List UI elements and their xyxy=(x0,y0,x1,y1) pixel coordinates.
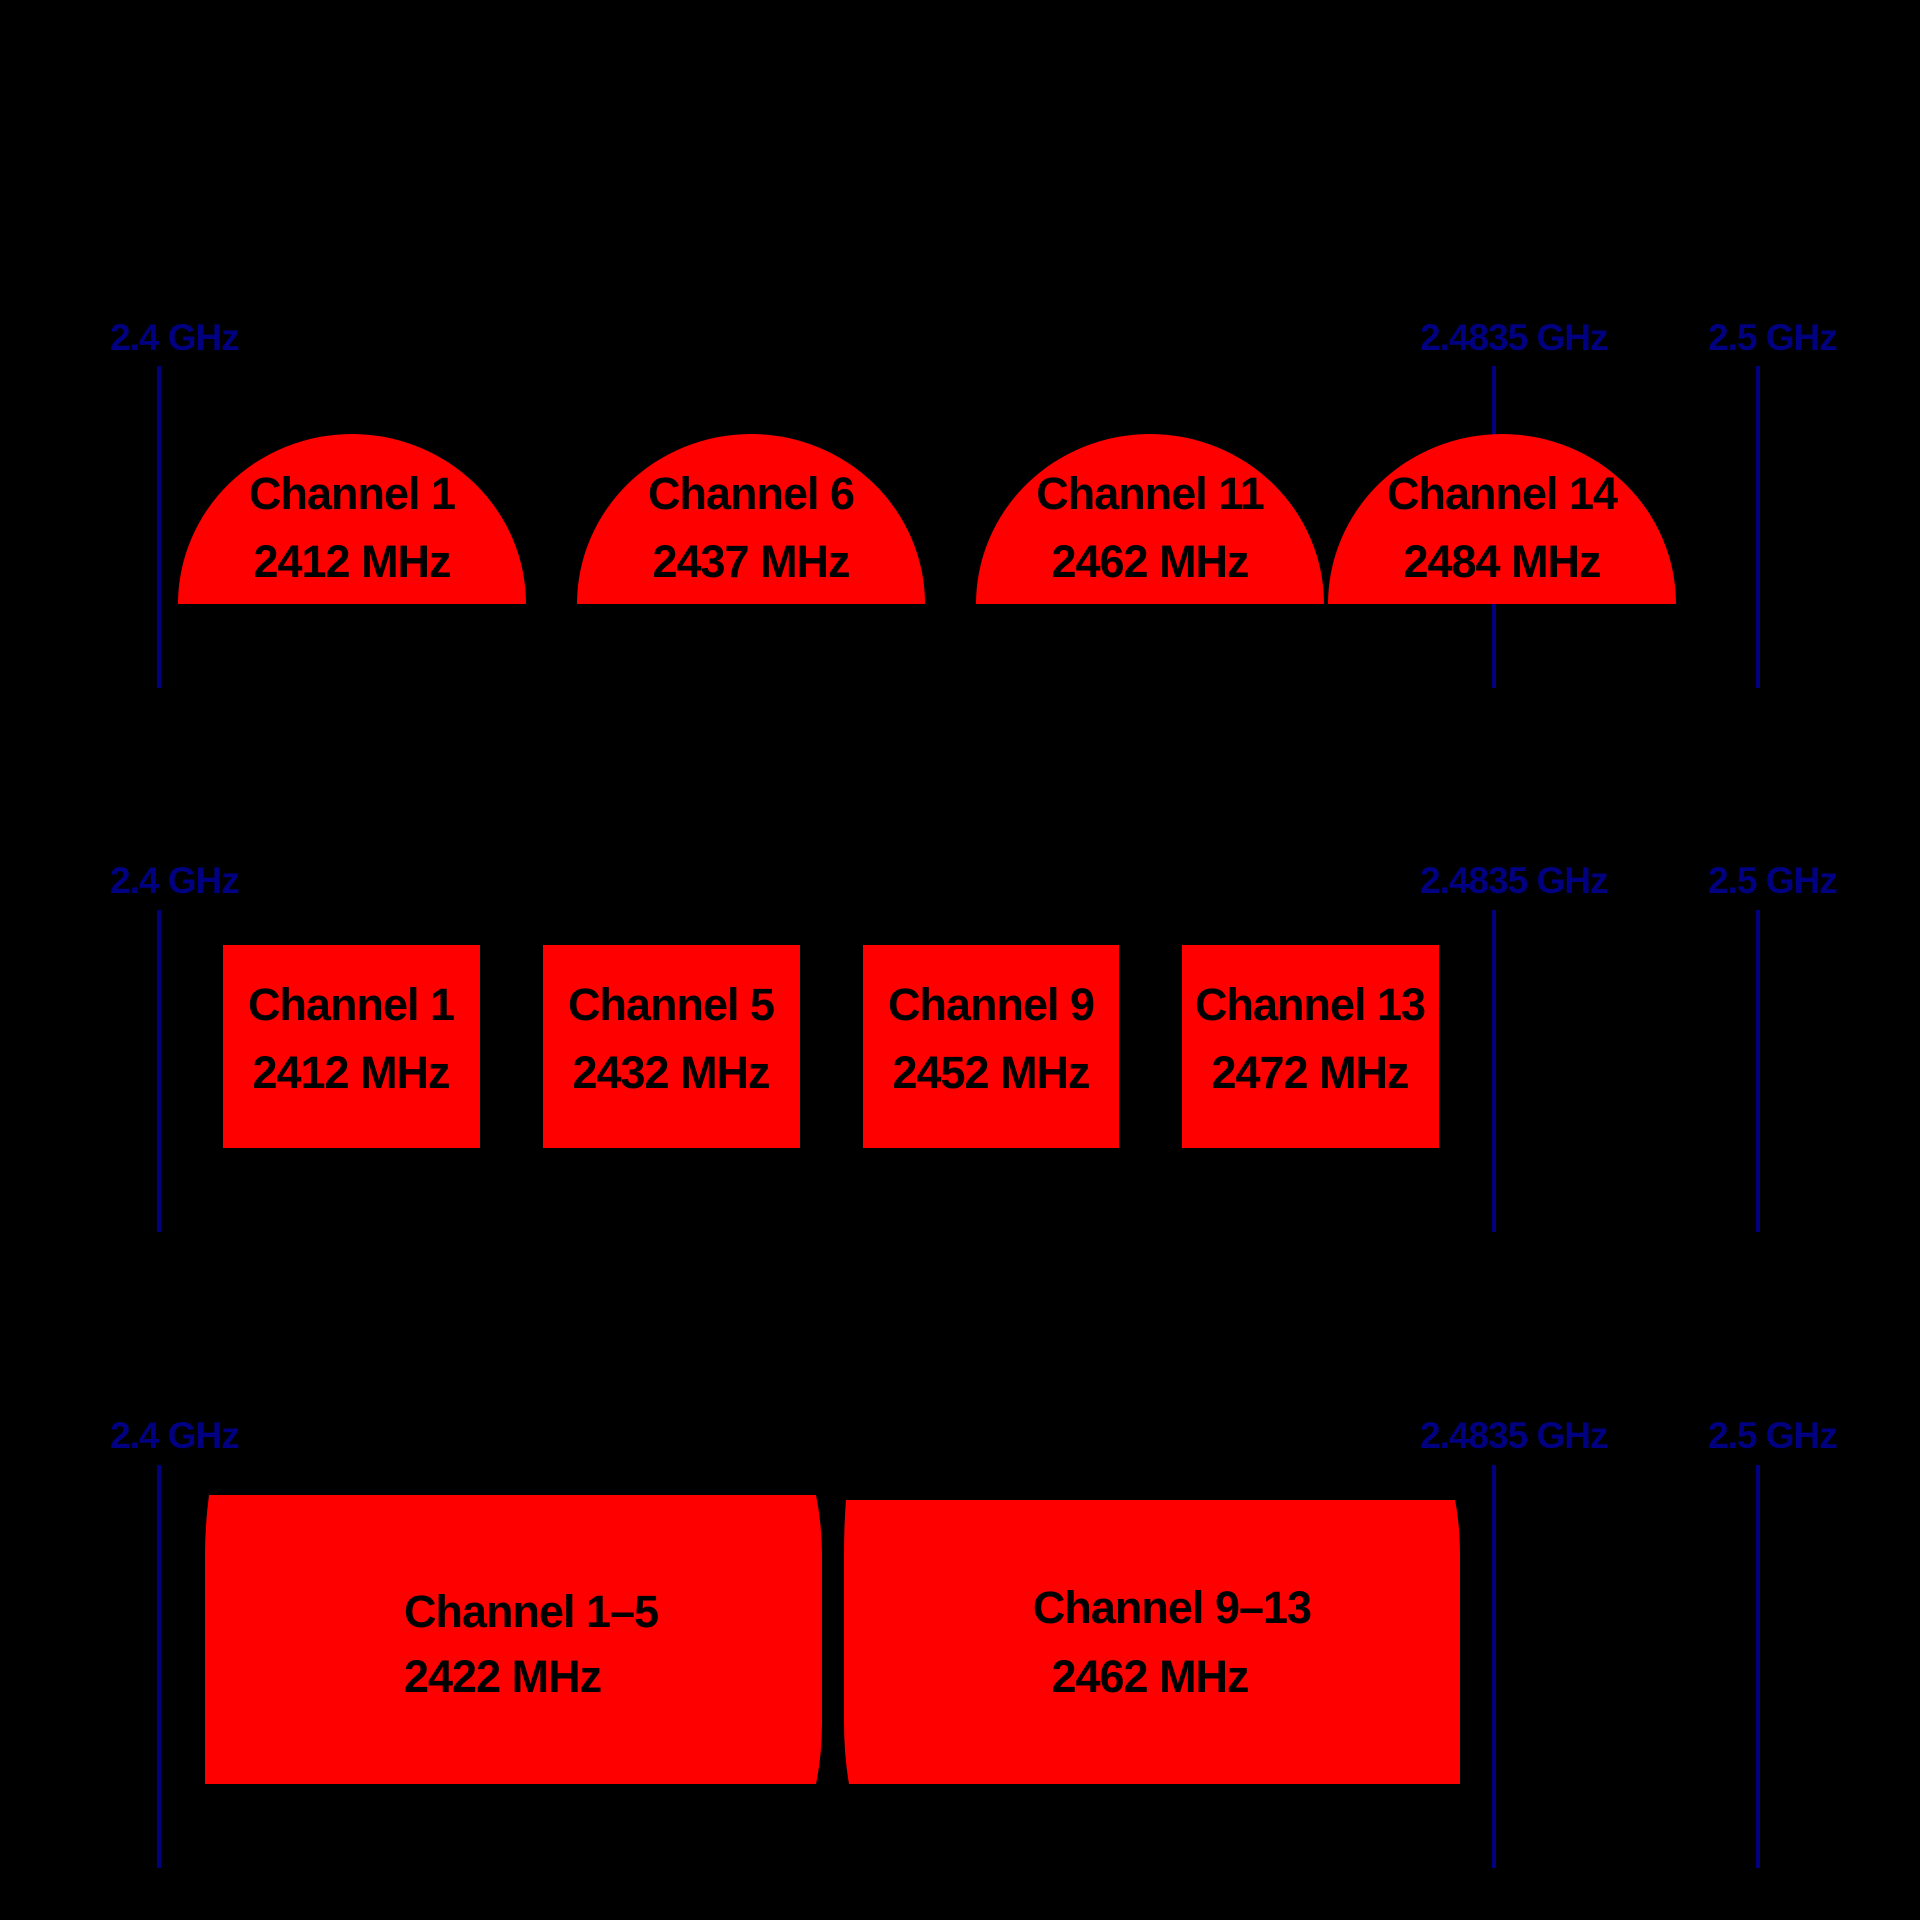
channel-name: Channel 9–13 xyxy=(1033,1582,1311,1633)
channel-frequency: 2484 MHz xyxy=(1403,536,1600,587)
row-1-channel-1: Channel 1 2412 MHz xyxy=(178,434,526,604)
channel-rectangle xyxy=(543,945,800,1148)
row-3-marker-start-label: 2.4 GHz xyxy=(110,1415,239,1456)
channel-frequency: 2432 MHz xyxy=(572,1047,769,1098)
channel-name: Channel 13 xyxy=(1195,979,1425,1030)
channel-wide-block xyxy=(205,1495,822,1784)
row-2-channel-9: Channel 9 2452 MHz xyxy=(863,945,1119,1148)
channel-frequency: 2412 MHz xyxy=(253,536,450,587)
row-1: 2.4 GHz 2.4835 GHz 2.5 GHz Channel 1 241… xyxy=(110,317,1838,688)
channel-frequency: 2472 MHz xyxy=(1211,1047,1408,1098)
channel-frequency: 2452 MHz xyxy=(892,1047,1089,1098)
channel-rectangle xyxy=(863,945,1119,1148)
channel-frequency: 2412 MHz xyxy=(252,1047,449,1098)
row-3-marker-end-label: 2.5 GHz xyxy=(1708,1415,1837,1456)
row-2-marker-end-label: 2.5 GHz xyxy=(1708,860,1837,901)
channel-rectangle xyxy=(223,945,480,1148)
row-2-channel-1: Channel 1 2412 MHz xyxy=(223,945,480,1148)
channel-frequency: 2437 MHz xyxy=(652,536,849,587)
row-1-marker-end-label: 2.5 GHz xyxy=(1708,317,1837,358)
row-2-channel-5: Channel 5 2432 MHz xyxy=(543,945,800,1148)
row-1-marker-start-label: 2.4 GHz xyxy=(110,317,239,358)
row-2-marker-band-end-label: 2.4835 GHz xyxy=(1420,860,1608,901)
channel-name: Channel 11 xyxy=(1036,468,1264,519)
channel-half-disc xyxy=(577,434,925,604)
row-3-marker-band-end-label: 2.4835 GHz xyxy=(1420,1415,1608,1456)
channel-frequency: 2422 MHz xyxy=(404,1651,601,1702)
row-2-channel-13: Channel 13 2472 MHz xyxy=(1182,945,1439,1148)
row-1-channel-11: Channel 11 2462 MHz xyxy=(976,434,1324,604)
channel-name: Channel 1 xyxy=(248,979,454,1030)
channel-name: Channel 9 xyxy=(888,979,1094,1030)
channel-frequency: 2462 MHz xyxy=(1051,536,1248,587)
row-3-channel-1-5: Channel 1–5 2422 MHz xyxy=(205,1495,822,1784)
channel-wide-block xyxy=(844,1500,1460,1784)
row-3: 2.4 GHz 2.4835 GHz 2.5 GHz Channel 1–5 2… xyxy=(110,1415,1838,1868)
channel-half-disc xyxy=(976,434,1324,604)
row-2: 2.4 GHz 2.4835 GHz 2.5 GHz Channel 1 241… xyxy=(110,860,1838,1232)
channel-rectangle xyxy=(1182,945,1439,1148)
channel-half-disc xyxy=(178,434,526,604)
channel-half-disc xyxy=(1328,434,1676,604)
row-2-marker-start-label: 2.4 GHz xyxy=(110,860,239,901)
channel-name: Channel 14 xyxy=(1387,468,1618,519)
row-3-channel-9-13: Channel 9–13 2462 MHz xyxy=(844,1500,1460,1784)
channel-name: Channel 6 xyxy=(648,468,854,519)
channel-name: Channel 1–5 xyxy=(404,1586,658,1637)
row-1-marker-band-end-label: 2.4835 GHz xyxy=(1420,317,1608,358)
channel-name: Channel 5 xyxy=(568,979,774,1030)
channel-frequency: 2462 MHz xyxy=(1051,1651,1248,1702)
channel-name: Channel 1 xyxy=(249,468,455,519)
row-1-channel-6: Channel 6 2437 MHz xyxy=(577,434,925,604)
row-1-channel-14: Channel 14 2484 MHz xyxy=(1328,434,1676,604)
